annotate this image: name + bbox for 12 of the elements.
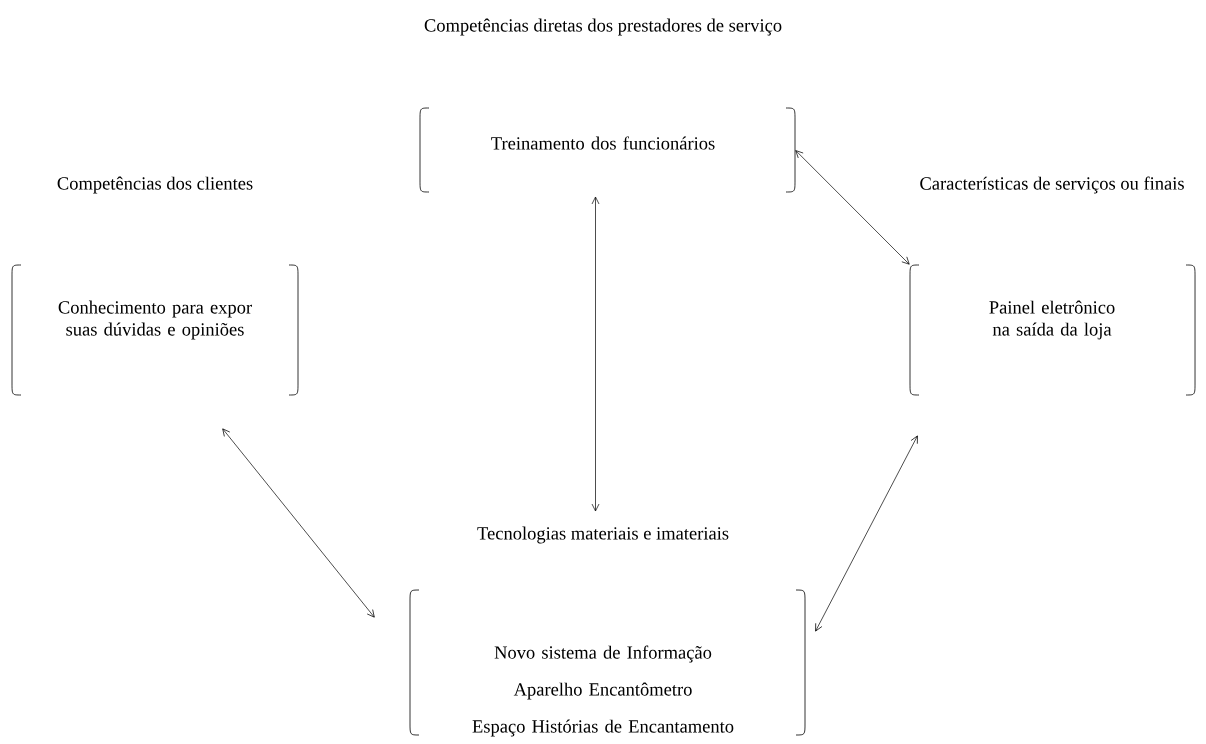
arrow [795, 150, 910, 265]
heading: Tecnologias materiais e imateriais [477, 526, 729, 544]
arrow [815, 435, 918, 632]
arrow [591, 196, 600, 512]
bracket-box: Conhecimento para expor suas dúvidas e opiniões [11, 264, 299, 396]
bracket-box: Novo sistema de Informação Aparelho Encantômetro Espaço Histórias de Encantamento [409, 589, 806, 737]
bracket-box: Treinamento dos funcionários [419, 107, 796, 193]
heading: Competências diretas dos prestadores de serviço [424, 18, 782, 36]
arrow [222, 428, 375, 618]
heading: Competências dos clientes [57, 176, 253, 194]
heading: Características de serviços ou finais [920, 176, 1184, 194]
bracket-box: Painel eletrônico na saída da loja [909, 264, 1196, 396]
